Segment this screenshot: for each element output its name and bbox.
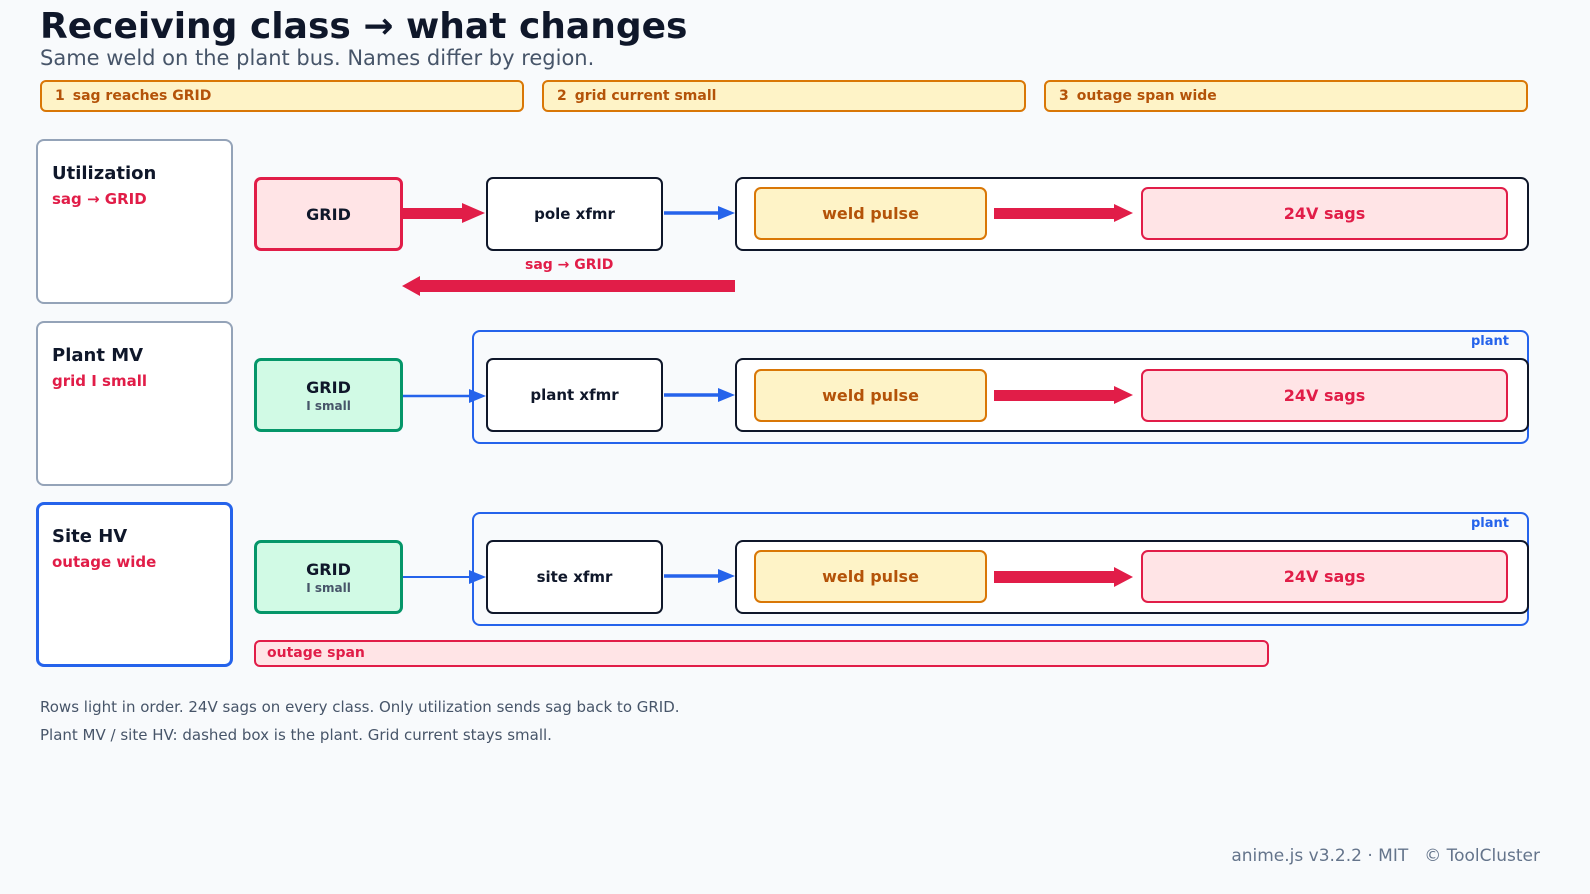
- weld-pulse-node: weld pulse: [754, 187, 987, 240]
- note-line-1: Rows light in order. 24V sags on every c…: [40, 698, 680, 716]
- sags-node: 24V sags: [1141, 369, 1508, 422]
- plant-label: plant: [1471, 334, 1510, 349]
- class-name: Utilization: [52, 163, 157, 184]
- transformer-node: plant xfmr: [486, 358, 663, 432]
- sags-label: 24V sags: [1283, 204, 1366, 223]
- weld-label: weld pulse: [822, 386, 919, 405]
- transformer-node: site xfmr: [486, 540, 663, 614]
- row-plant-mv-arrows: [403, 386, 1133, 404]
- note-line-2: Plant MV / site HV: dashed box is the pl…: [40, 726, 552, 744]
- grid-node: GRID I small: [254, 540, 403, 614]
- copyright-label: © ToolCluster: [1424, 846, 1540, 866]
- weld-pulse-node: weld pulse: [754, 369, 987, 422]
- sag-back-to-grid-arrow: [402, 276, 735, 296]
- grid-label: GRID: [306, 377, 351, 397]
- outage-span-bar: outage span: [254, 640, 1269, 667]
- weld-to-sags-arrow: [994, 386, 1133, 404]
- transformer-label: pole xfmr: [534, 205, 615, 223]
- sags-node: 24V sags: [1141, 187, 1508, 240]
- class-change: sag → GRID: [52, 190, 147, 208]
- grid-label: GRID: [306, 559, 351, 579]
- grid-node: GRID: [254, 177, 403, 251]
- weld-label: weld pulse: [822, 567, 919, 586]
- class-name: Plant MV: [52, 345, 144, 366]
- class-card-utilization[interactable]: Utilization sag → GRID: [36, 139, 233, 304]
- sags-node: 24V sags: [1141, 550, 1508, 603]
- class-change: outage wide: [52, 553, 157, 571]
- class-name: Site HV: [52, 526, 128, 547]
- class-change: grid I small: [52, 372, 148, 390]
- transformer-node: pole xfmr: [486, 177, 663, 251]
- step-label: outage span wide: [1076, 88, 1217, 104]
- grid-node: GRID I small: [254, 358, 403, 432]
- transformer-label: plant xfmr: [530, 386, 619, 404]
- step-label: grid current small: [574, 88, 717, 104]
- weld-pulse-node: weld pulse: [754, 550, 987, 603]
- grid-current-label: I small: [306, 580, 351, 595]
- step-number: 2: [557, 88, 567, 104]
- row-utilization-arrows: [402, 203, 1133, 296]
- step-2-chip[interactable]: 2 grid current small: [542, 80, 1026, 112]
- page-title: Receiving class → what changes: [40, 6, 688, 47]
- step-1-chip[interactable]: 1 sag reaches GRID: [40, 80, 524, 112]
- row-site-hv-arrows: [403, 567, 1133, 587]
- sags-label: 24V sags: [1283, 567, 1366, 586]
- page-subtitle: Same weld on the plant bus. Names differ…: [40, 46, 595, 70]
- transformer-label: site xfmr: [536, 568, 613, 586]
- sag-back-label: sag → GRID: [525, 257, 614, 273]
- class-card-plant-mv[interactable]: Plant MV grid I small: [36, 321, 233, 486]
- plant-label: plant: [1471, 516, 1510, 531]
- weld-to-sags-arrow: [994, 567, 1133, 587]
- step-number: 1: [55, 88, 65, 104]
- step-number: 3: [1059, 88, 1069, 104]
- step-3-chip[interactable]: 3 outage span wide: [1044, 80, 1528, 112]
- library-credit: anime.js v3.2.2 · MIT: [1231, 846, 1409, 866]
- sags-label: 24V sags: [1283, 386, 1366, 405]
- footer: anime.js v3.2.2 · MIT © ToolCluster: [1231, 846, 1540, 866]
- grid-to-xfmr-arrow: [403, 203, 485, 223]
- class-card-site-hv[interactable]: Site HV outage wide: [36, 502, 233, 667]
- grid-current-label: I small: [306, 398, 351, 413]
- step-label: sag reaches GRID: [72, 88, 212, 104]
- weld-label: weld pulse: [822, 204, 919, 223]
- weld-to-sags-arrow: [994, 204, 1133, 222]
- grid-label: GRID: [306, 204, 351, 224]
